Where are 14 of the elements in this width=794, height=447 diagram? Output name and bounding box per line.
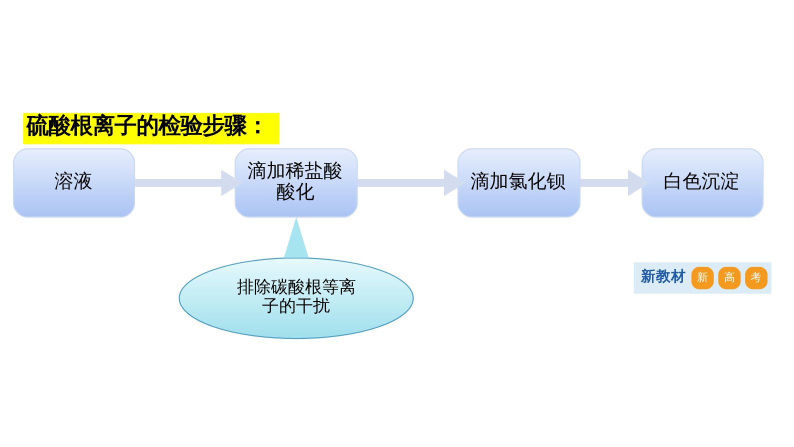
label: 新 <box>697 270 708 284</box>
arrow <box>134 170 243 196</box>
arrow <box>357 170 466 196</box>
label: 考 <box>750 270 762 284</box>
label: 新教材 <box>641 268 686 285</box>
arrow <box>580 170 650 196</box>
diagram-title: 硫酸根离子的检验步骤： <box>26 113 268 140</box>
connector <box>284 217 309 258</box>
label: 高 <box>724 270 735 284</box>
node-box: 溶液 <box>13 148 136 218</box>
node-box: 滴加氯化钡 <box>457 148 581 218</box>
node-ellipse: 排除碳酸根等离子的干扰 <box>178 257 414 340</box>
node-box: 滴加稀盐酸酸化 <box>234 148 358 218</box>
node-box: 白色沉淀 <box>642 148 764 218</box>
